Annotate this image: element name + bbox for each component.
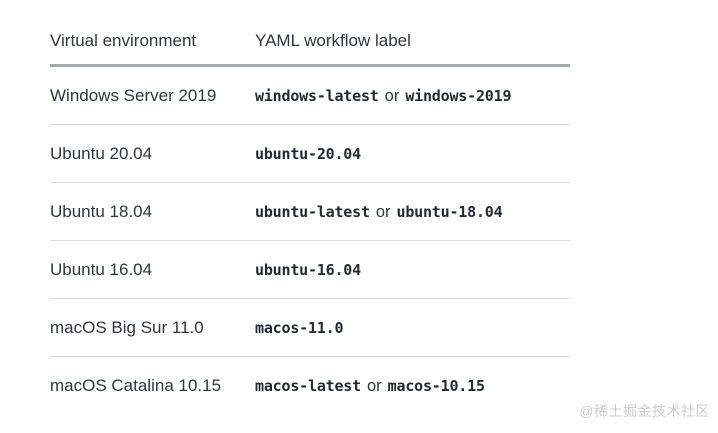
workflow-label-code: ubuntu-latest <box>255 202 370 221</box>
yaml-workflow-labels: windows-latest or windows-2019 <box>255 86 570 106</box>
table-header-row: Virtual environment YAML workflow label <box>50 18 570 67</box>
or-separator-text: or <box>366 376 382 395</box>
workflow-label-code: ubuntu-16.04 <box>255 260 361 279</box>
column-header-yaml-workflow-label: YAML workflow label <box>255 31 411 50</box>
workflow-label-code: windows-latest <box>255 86 379 105</box>
or-separator-text: or <box>375 202 391 221</box>
virtual-environment-name: Ubuntu 20.04 <box>50 143 153 163</box>
column-header-virtual-environment: Virtual environment <box>50 31 197 50</box>
yaml-workflow-labels: ubuntu-20.04 <box>255 144 570 164</box>
yaml-workflow-labels: ubuntu-16.04 <box>255 260 570 280</box>
table-row: Ubuntu 18.04 ubuntu-latest or ubuntu-18.04 <box>50 183 570 241</box>
virtual-environment-name: Windows Server 2019 <box>50 85 217 105</box>
workflow-label-code: macos-10.15 <box>387 376 485 395</box>
yaml-workflow-labels: macos-latest or macos-10.15 <box>255 376 570 396</box>
table-row: Ubuntu 20.04 ubuntu-20.04 <box>50 125 570 183</box>
workflow-label-code: windows-2019 <box>405 86 512 105</box>
virtual-environment-name: Ubuntu 18.04 <box>50 201 153 221</box>
workflow-label-code: macos-latest <box>255 376 361 395</box>
virtual-environment-name: macOS Big Sur 11.0 <box>50 317 204 337</box>
workflow-label-code: macos-11.0 <box>255 318 344 337</box>
table-row: Ubuntu 16.04 ubuntu-16.04 <box>50 241 570 299</box>
workflow-label-code: ubuntu-18.04 <box>396 202 503 221</box>
or-separator-text: or <box>384 86 400 105</box>
watermark-text: @稀土掘金技术社区 <box>579 403 710 419</box>
virtual-environment-name: macOS Catalina 10.15 <box>50 375 222 395</box>
table-row: macOS Big Sur 11.0 macos-11.0 <box>50 299 570 357</box>
yaml-workflow-labels: macos-11.0 <box>255 318 570 338</box>
workflow-label-code: ubuntu-20.04 <box>255 144 361 163</box>
virtual-environment-name: Ubuntu 16.04 <box>50 259 153 279</box>
runners-table: Virtual environment YAML workflow label … <box>50 18 570 414</box>
yaml-workflow-labels: ubuntu-latest or ubuntu-18.04 <box>255 202 570 222</box>
